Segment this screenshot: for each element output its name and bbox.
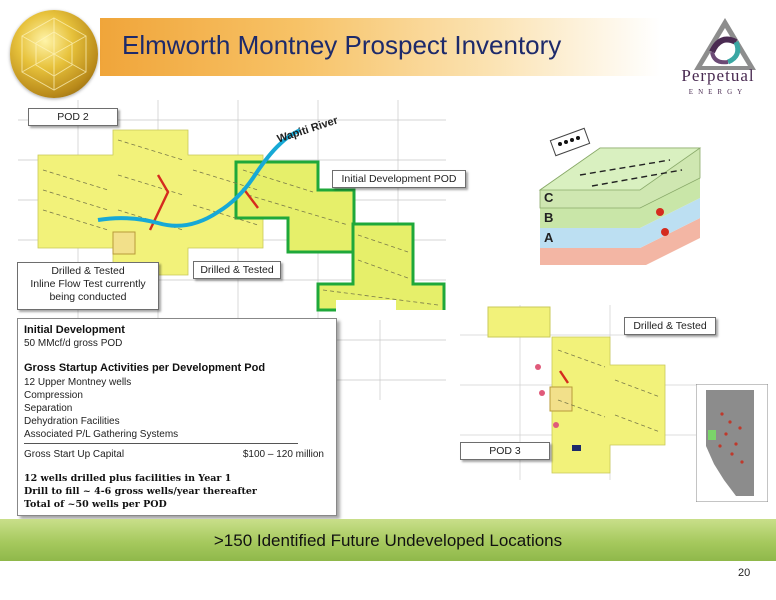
info-list-item: Separation bbox=[24, 403, 73, 414]
layer-diagram: C B A bbox=[520, 120, 705, 268]
main-map bbox=[18, 100, 446, 322]
perpetual-logo-icon bbox=[690, 14, 760, 76]
summary-line: Total of ~50 wells per POD bbox=[24, 499, 167, 510]
divider bbox=[24, 443, 298, 444]
summary-line: 12 wells drilled plus facilities in Year… bbox=[24, 473, 232, 484]
layer-a-label: A bbox=[544, 230, 554, 245]
logo-subtitle: ENERGY bbox=[688, 88, 748, 96]
info-heading: Initial Development bbox=[24, 324, 125, 336]
pod3-label: POD 3 bbox=[460, 442, 550, 460]
globe-icon bbox=[10, 10, 98, 98]
layer-b-label: B bbox=[544, 210, 553, 225]
pod2-label: POD 2 bbox=[28, 108, 118, 126]
info-list-item: Dehydration Facilities bbox=[24, 416, 120, 427]
title-band bbox=[100, 18, 660, 76]
main-map-lower bbox=[336, 300, 446, 400]
capital-label: Gross Start Up Capital bbox=[24, 449, 125, 460]
layer-c-label: C bbox=[544, 190, 554, 205]
info-line: 50 MMcf/d gross POD bbox=[24, 338, 123, 349]
drilled-tested-pod3-label: Drilled & Tested bbox=[624, 317, 716, 335]
drilled-tested-label: Drilled & Tested bbox=[193, 261, 281, 279]
callout-line: Inline Flow Test currently bbox=[30, 278, 146, 290]
capital-value: $100 – 120 million bbox=[242, 449, 324, 460]
pod3-map bbox=[460, 305, 715, 480]
footer-band bbox=[0, 519, 776, 561]
callout-line: Drilled & Tested bbox=[51, 265, 125, 277]
info-subheading: Gross Startup Activities per Development… bbox=[24, 362, 266, 374]
logo-name: Perpetual bbox=[681, 66, 755, 85]
callout-line: being conducted bbox=[49, 291, 127, 303]
alberta-inset-map bbox=[695, 383, 769, 503]
page-number: 20 bbox=[738, 567, 751, 579]
page-title: Elmworth Montney Prospect Inventory bbox=[122, 30, 562, 60]
drilled-inline-test-label: Drilled & Tested Inline Flow Test curren… bbox=[17, 262, 159, 310]
info-list-item: Compression bbox=[24, 390, 83, 401]
info-list-item: Associated P/L Gathering Systems bbox=[24, 429, 179, 440]
info-list-item: 12 Upper Montney wells bbox=[24, 377, 132, 388]
initial-pod-label: Initial Development POD bbox=[332, 170, 466, 188]
summary-line: Drill to fill ~ 4-6 gross wells/year the… bbox=[24, 486, 257, 497]
footer-text: >150 Identified Future Undeveloped Locat… bbox=[213, 531, 563, 550]
initial-development-panel: Initial Development 50 MMcf/d gross POD … bbox=[17, 318, 337, 516]
